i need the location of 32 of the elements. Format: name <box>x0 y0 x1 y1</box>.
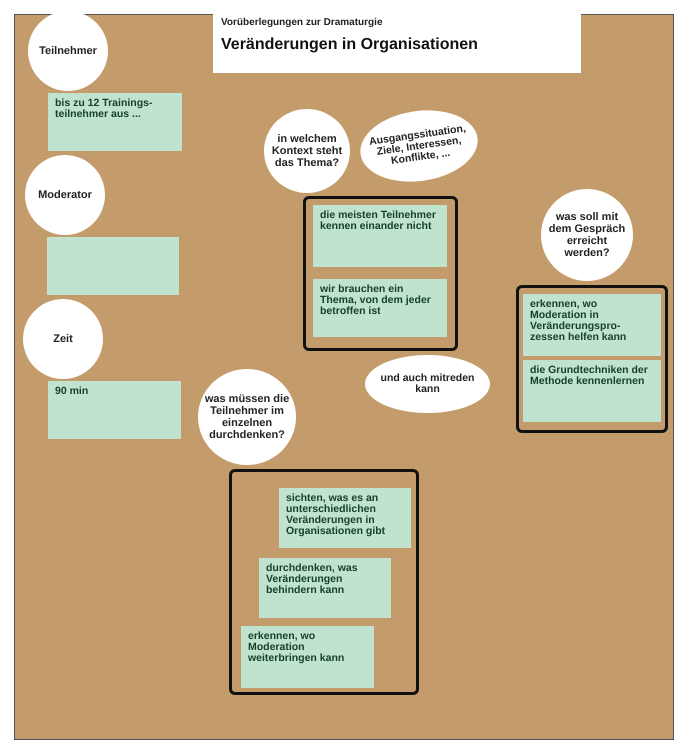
note-card <box>523 360 661 422</box>
note-card <box>259 558 391 618</box>
note-card <box>313 279 447 337</box>
note-card <box>313 205 447 267</box>
card-text: 90 min <box>55 385 88 397</box>
question-text: was soll mit dem Gespräch erreicht werden? <box>548 211 626 259</box>
card-text: durchdenken, was Veränderungen behindern kann <box>266 562 358 596</box>
group-frame <box>229 469 419 695</box>
question-text: was müssen die Teilnehmer im einzelnen durchdenken? <box>204 393 290 441</box>
note-card <box>279 488 411 548</box>
card-text: die meisten Teilnehmer kennen einander nicht <box>320 209 436 232</box>
question-text: Moderator <box>38 189 92 201</box>
note-card <box>47 237 179 295</box>
card-text: erkennen, wo Moderation in Veränderungspro- zessen helfen kann <box>530 298 626 343</box>
group-frame <box>516 285 668 433</box>
question-text: Teilnehmer <box>39 45 97 57</box>
bubble-text: und auch mitreden kann <box>380 373 476 395</box>
card-text: wir brauchen ein Thema, von dem jeder betroffen ist <box>320 283 431 317</box>
note-card <box>48 93 182 151</box>
heading-text: Veränderungen in Organisationen <box>221 36 479 54</box>
note-card <box>241 626 374 688</box>
card-text: bis zu 12 Trainings- teilnehmer aus ... <box>55 97 152 120</box>
question-text: Zeit <box>53 333 73 345</box>
card-text: sichten, was es an unterschiedlichen Veränderungen in Organisationen gibt <box>286 492 386 537</box>
subtitle-text: Vorüberlegungen zur Dramaturgie <box>221 17 384 28</box>
group-frame <box>303 196 458 351</box>
note-card <box>523 294 661 356</box>
note-card <box>48 381 181 439</box>
card-text: die Grundtechniken der Methode kennenlernen <box>530 364 648 387</box>
title-card <box>213 13 581 73</box>
question-text: in welchem Kontext steht das Thema? <box>270 133 344 169</box>
card-text: erkennen, wo Moderation weiterbringen kann <box>248 630 344 664</box>
